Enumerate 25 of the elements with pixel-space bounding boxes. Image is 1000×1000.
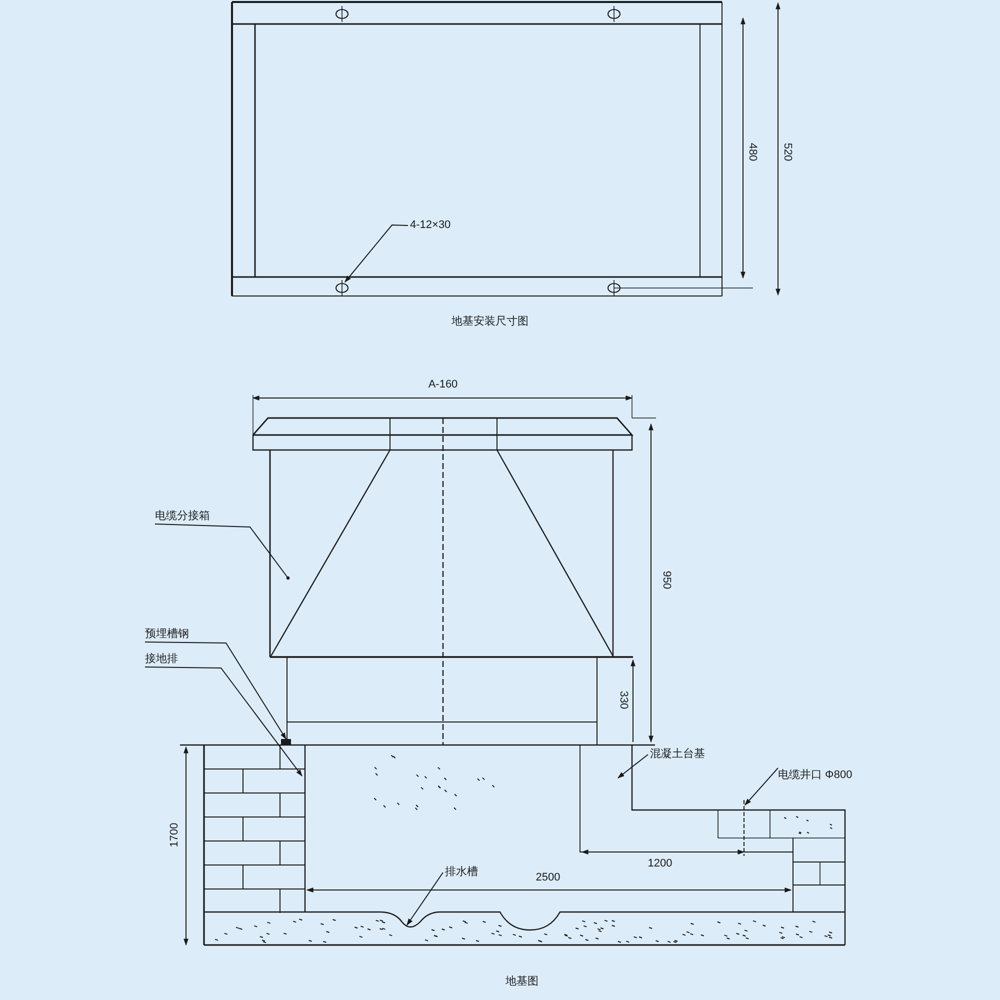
- dimension-text: 1200: [648, 858, 672, 870]
- dimension-text: 330: [616, 690, 630, 710]
- callout-label: 电缆井口 Φ800: [778, 769, 852, 782]
- channel-steel-bar: [281, 739, 291, 745]
- callout-label: 预埋槽钢: [145, 628, 189, 641]
- callout-label: 混凝土台基: [650, 748, 705, 761]
- callout-label: 电缆分接箱: [155, 510, 210, 523]
- callout-label: 4-12×30: [410, 219, 451, 232]
- leader-line: [344, 224, 408, 283]
- callout-label: 接地排: [145, 653, 178, 666]
- dimension-text: A-160: [428, 378, 458, 392]
- leader-line: [406, 872, 444, 926]
- drawing-caption: 地基安装尺寸图: [452, 316, 528, 328]
- dimension-text: 1700: [168, 822, 182, 848]
- dimension-text: 950: [660, 570, 672, 590]
- dimension-text: 2500: [536, 872, 560, 884]
- leader-line: [154, 524, 290, 580]
- dimension-text: 520: [780, 142, 794, 162]
- leader-line: [617, 754, 648, 778]
- callout-label: 排水槽: [445, 866, 478, 879]
- leader-line: [144, 642, 286, 740]
- drawing-caption: 地基图: [506, 976, 538, 988]
- dimension-text: 480: [746, 142, 758, 162]
- leader-line: [144, 666, 302, 777]
- leader-line: [744, 768, 778, 806]
